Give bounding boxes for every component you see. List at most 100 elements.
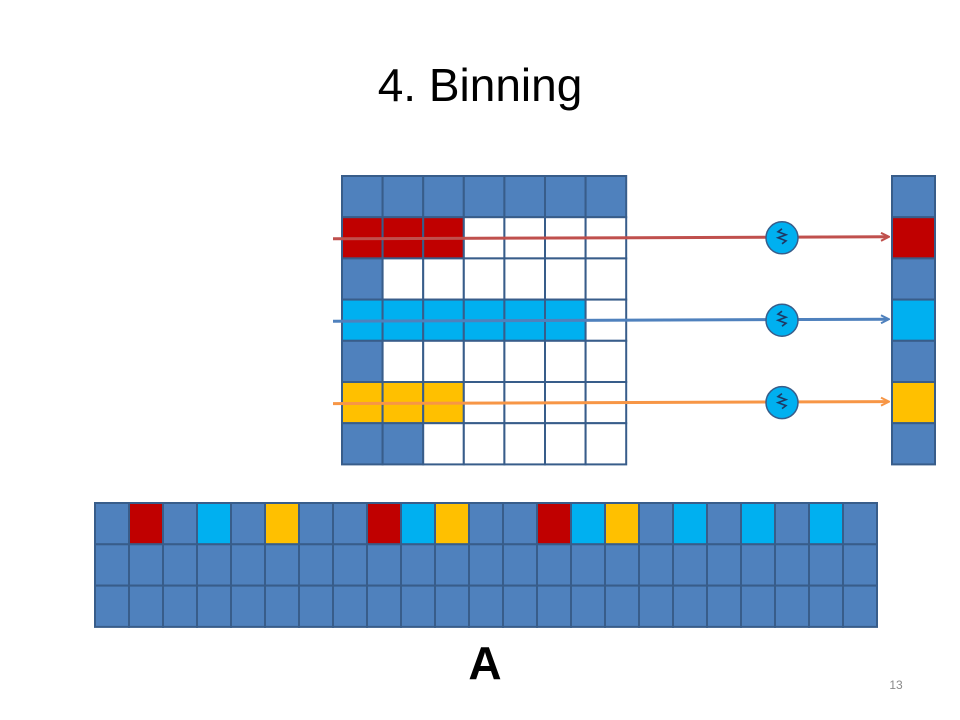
array-cell xyxy=(468,543,504,587)
matrix-cell xyxy=(544,257,587,301)
array-cell xyxy=(434,584,470,628)
array-cell xyxy=(400,502,436,546)
array-cell xyxy=(298,502,334,546)
squiggle-icon xyxy=(775,392,789,410)
bin-cell xyxy=(891,381,936,425)
array-cell xyxy=(570,584,606,628)
array-cell xyxy=(502,543,538,587)
array-cell xyxy=(842,543,878,587)
array-label: A xyxy=(468,637,502,689)
array-cell xyxy=(264,584,300,628)
squiggle-icon xyxy=(775,228,789,245)
array-cell xyxy=(400,543,436,587)
array-cell xyxy=(230,584,266,628)
matrix-cell xyxy=(341,175,384,219)
array-cell xyxy=(570,543,606,587)
array-cell xyxy=(570,502,606,546)
array-cell xyxy=(332,502,368,546)
matrix-cell xyxy=(544,339,587,383)
matrix-cell xyxy=(503,175,546,219)
array-cell xyxy=(128,584,164,628)
bin-cell xyxy=(891,257,936,301)
matrix-cell xyxy=(381,422,425,466)
bin-cell xyxy=(891,175,936,219)
array-cell xyxy=(638,584,674,628)
hash-function-circle xyxy=(765,221,799,255)
array-cell xyxy=(638,502,674,546)
array-cell xyxy=(128,543,164,587)
array-cell xyxy=(740,584,776,628)
array-cell xyxy=(230,543,266,587)
array-cell xyxy=(842,584,878,628)
matrix-cell xyxy=(422,257,465,301)
bin-cell xyxy=(891,298,936,342)
bin-column xyxy=(891,175,936,466)
bin-cell xyxy=(891,422,936,466)
matrix-cell xyxy=(381,175,425,219)
array-cell xyxy=(706,502,742,546)
array-cell xyxy=(94,543,130,587)
matrix-cell xyxy=(422,339,465,383)
array-cell xyxy=(672,584,708,628)
bin-arrow xyxy=(332,319,888,321)
array-cell xyxy=(774,543,810,587)
array-cell xyxy=(808,502,844,546)
array-cell xyxy=(196,502,232,546)
matrix-cell xyxy=(462,257,506,301)
array-cell xyxy=(434,502,470,546)
array-cell xyxy=(332,543,368,587)
array-cell xyxy=(94,502,130,546)
array-cell xyxy=(162,543,198,587)
array-cell xyxy=(536,584,572,628)
matrix-cell xyxy=(544,175,587,219)
array-cell xyxy=(230,502,266,546)
array-cell xyxy=(332,584,368,628)
array-cell xyxy=(162,584,198,628)
bin-cell xyxy=(891,216,936,260)
array-cell xyxy=(196,543,232,587)
slide-number: 13 xyxy=(889,678,903,692)
hash-function-circle xyxy=(765,385,799,420)
array-cell xyxy=(774,502,810,546)
array-cell xyxy=(842,502,878,546)
matrix-cell xyxy=(462,175,506,219)
matrix-cell xyxy=(503,339,546,383)
array-cell xyxy=(808,543,844,587)
array-cell xyxy=(638,543,674,587)
bin-arrow xyxy=(332,402,888,404)
array-cell xyxy=(128,502,164,546)
array-cell xyxy=(536,502,572,546)
array-cell xyxy=(502,502,538,546)
matrix-cell xyxy=(544,422,587,466)
array-cell xyxy=(604,543,640,587)
matrix-cell xyxy=(584,422,628,466)
array-cell xyxy=(604,502,640,546)
array-cell xyxy=(502,584,538,628)
array-cell xyxy=(162,502,198,546)
array-cell xyxy=(672,502,708,546)
matrix-cell xyxy=(462,339,506,383)
array-cell xyxy=(468,502,504,546)
array-cell xyxy=(264,502,300,546)
matrix-cell xyxy=(341,257,384,301)
array-cell xyxy=(672,543,708,587)
matrix-cell xyxy=(422,175,465,219)
array-cell xyxy=(264,543,300,587)
arrow-layer xyxy=(332,221,888,420)
array-cell xyxy=(774,584,810,628)
array-cell xyxy=(434,543,470,587)
array-cell xyxy=(366,584,402,628)
array-cell xyxy=(366,502,402,546)
array-cell xyxy=(740,502,776,546)
array-cell xyxy=(366,543,402,587)
matrix-cell xyxy=(462,422,506,466)
array-cell xyxy=(298,584,334,628)
matrix-cell xyxy=(381,257,425,301)
matrix-cell xyxy=(503,422,546,466)
array-cell xyxy=(808,584,844,628)
squiggle-icon xyxy=(775,310,789,327)
matrix-cell xyxy=(584,257,628,301)
array-a-grid xyxy=(94,502,878,628)
array-cell xyxy=(740,543,776,587)
